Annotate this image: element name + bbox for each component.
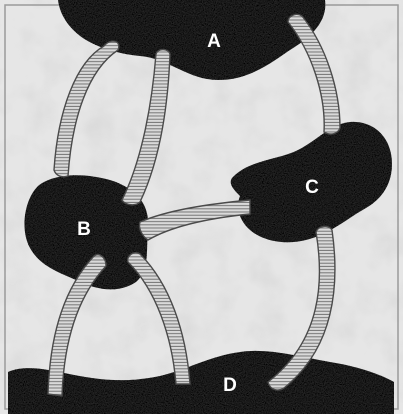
label-b: B [77,219,91,240]
label-a: A [207,31,221,52]
label-d: D [223,375,237,396]
label-c: C [305,177,319,198]
